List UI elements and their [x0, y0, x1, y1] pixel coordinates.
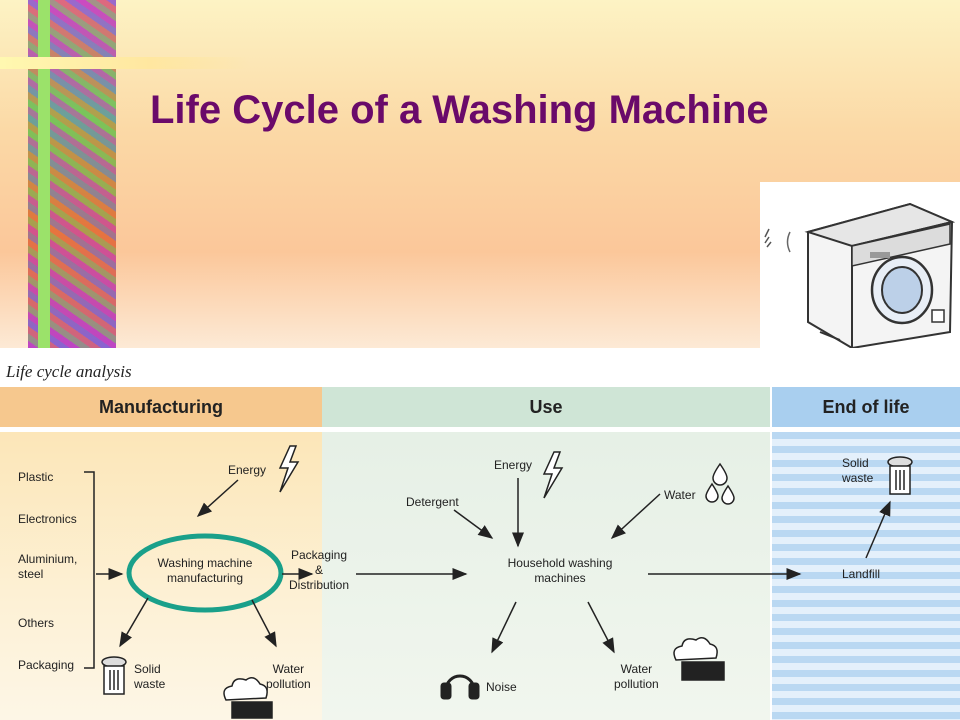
material-plastic: Plastic — [18, 470, 54, 484]
section-body-manufacturing — [0, 432, 322, 720]
decorative-bar-horizontal — [0, 57, 250, 69]
section-header-use: Use — [322, 387, 770, 427]
slide-title: Life Cycle of a Washing Machine — [150, 88, 769, 132]
input-energy-manufacturing: Energy — [228, 463, 267, 477]
section-header-manufacturing: Manufacturing — [0, 387, 322, 427]
lightning-icon — [278, 445, 300, 493]
section-body-end-of-life — [772, 432, 960, 720]
decorative-bar-vertical — [38, 0, 50, 348]
pollution-icon — [673, 637, 725, 681]
output-solid-waste-end: Solid waste — [842, 456, 874, 485]
input-detergent: Detergent — [406, 495, 459, 509]
trash-can-icon — [101, 656, 127, 695]
output-noise: Noise — [486, 680, 517, 694]
section-header-end-of-life: End of life — [772, 387, 960, 427]
node-household-washing-machines: Household washing machines — [507, 556, 613, 585]
diagram-heading: Life cycle analysis — [6, 362, 132, 381]
washing-machine-drawing — [764, 202, 956, 350]
arrow-water-to-use — [610, 493, 661, 540]
arrow-detergent-to-use — [453, 509, 494, 539]
material-electronics: Electronics — [18, 512, 77, 526]
arrow-manufacturing-to-water-pollution — [251, 599, 277, 648]
node-manufacturing: Washing machine manufacturing — [157, 556, 253, 585]
node-packaging-distribution: Packaging & Distribution — [288, 548, 350, 592]
washing-machine-illustration — [760, 182, 960, 350]
materials-bracket — [84, 471, 95, 669]
output-water-pollution-manufacturing: Water pollution — [266, 662, 311, 691]
arrow-manufacturing-to-solid-waste — [119, 597, 149, 648]
material-others: Others — [18, 616, 55, 630]
output-water-pollution-use: Water pollution — [614, 662, 659, 691]
output-solid-waste-manufacturing: Solid waste — [134, 662, 166, 691]
arrow-use-to-water-pollution — [587, 601, 615, 654]
lightning-icon — [542, 451, 564, 499]
pollution-icon — [223, 677, 273, 719]
material-packaging: Packaging — [18, 658, 75, 672]
water-drops-icon — [705, 462, 735, 505]
manufacturing-ellipse — [126, 533, 284, 613]
arrow-use-to-noise — [491, 601, 517, 654]
trash-can-icon — [887, 456, 913, 495]
headphones-icon — [440, 674, 480, 700]
arrow-energy-to-manufacturing — [196, 479, 239, 518]
input-water: Water — [664, 488, 696, 502]
input-energy-use: Energy — [494, 458, 533, 472]
arrow-landfill-to-solid-waste — [865, 500, 891, 559]
material-aluminium-steel: Aluminium, steel — [18, 552, 78, 581]
node-landfill: Landfill — [842, 567, 881, 581]
